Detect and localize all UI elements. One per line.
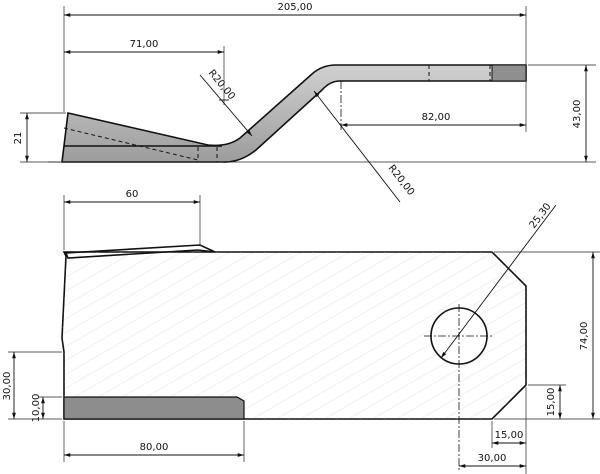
- blade-end-block: [491, 64, 527, 82]
- plan-view: 60 25,30 74,00 15,00 15,00 30,00 80,00 3…: [2, 189, 600, 474]
- hidden-line: [63, 127, 199, 161]
- label-hole-offset: 30,00: [478, 453, 507, 464]
- label-outer-radius: R20,00: [386, 163, 417, 198]
- label-bevel-length: 60: [126, 189, 139, 200]
- label-slot-height: 10,00: [31, 394, 42, 423]
- label-chamfer-horizontal: 15,00: [495, 430, 524, 441]
- label-flat-length: 82,00: [422, 112, 451, 123]
- label-slot-length: 80,00: [140, 442, 169, 453]
- label-bend-position: 71,00: [130, 39, 159, 50]
- bevel-edge: [64, 244, 216, 259]
- label-hole-diameter: 25,30: [528, 201, 554, 230]
- label-width: 74,00: [579, 322, 590, 351]
- label-chamfer-vertical: 15,00: [546, 388, 557, 417]
- dim-hole-diameter: [440, 204, 557, 359]
- dim-outer-radius: [313, 90, 401, 203]
- label-blade-height: 21: [13, 132, 24, 145]
- label-slot-offset: 30,00: [2, 372, 13, 401]
- label-overall-length: 205,00: [278, 2, 313, 13]
- dim-inner-radius: [199, 74, 253, 137]
- label-inner-radius: R20,00: [206, 68, 237, 102]
- blade-side-profile: [61, 64, 527, 163]
- label-total-height: 43,00: [572, 100, 583, 129]
- bottom-slot: [63, 396, 245, 420]
- side-view: 205,00 71,00 R20,00 R20,00 82,00 43,00 2…: [13, 2, 596, 203]
